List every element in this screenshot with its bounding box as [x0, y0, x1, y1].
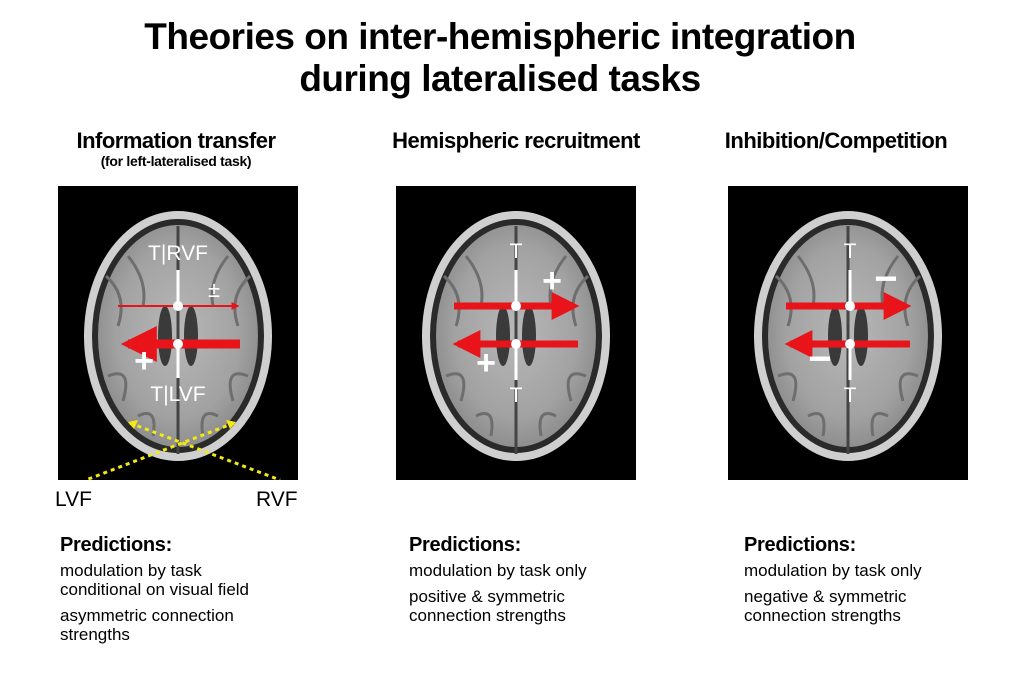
heading-subtext: (for left-lateralised task) [100, 153, 252, 169]
top-task-label: T [510, 240, 523, 263]
visual-field-lines [85, 420, 281, 480]
heading-text: Information transfer [76, 128, 276, 153]
axial-brain-mri-icon [754, 211, 942, 461]
top-task-label: T [844, 240, 857, 263]
brain-panel-inhibition-competition: T T − − [728, 186, 968, 480]
predictions-information-transfer: Predictions: modulation by task conditio… [60, 533, 340, 651]
bottom-task-label: T [844, 384, 857, 407]
bottom-task-label: T|LVF [150, 383, 205, 406]
prediction-line: negative & symmetric connection strength… [744, 587, 907, 625]
rvf-label: RVF [256, 488, 298, 511]
bottom-arrow-sign: + [476, 344, 496, 382]
bottom-node [845, 339, 855, 349]
title-line-1: Theories on inter-hemispheric integratio… [144, 16, 856, 57]
top-node [511, 301, 521, 311]
bottom-task-label: T [510, 384, 523, 407]
bottom-arrow-sign: − [808, 337, 831, 381]
top-arrow-sign: − [874, 257, 897, 301]
heading-inhibition-competition: Inhibition/Competition [724, 128, 948, 153]
diagram-title: Theories on inter-hemispheric integratio… [0, 16, 1000, 100]
prediction-line: positive & symmetric connection strength… [409, 587, 566, 625]
brain-panel-hemispheric-recruitment: T T + + [396, 186, 636, 480]
title-line-2: during lateralised tasks [299, 58, 701, 99]
connection-arrows [784, 270, 912, 380]
top-task-label: T|RVF [148, 242, 208, 265]
heading-hemispheric-recruitment: Hemispheric recruitment [392, 128, 640, 153]
bottom-arrow-sign: + [134, 342, 154, 380]
heading-information-transfer: Information transfer (for left-lateralis… [36, 128, 316, 169]
predictions-heading: Predictions: [409, 534, 521, 556]
axial-brain-mri-icon [422, 211, 610, 461]
predictions-hemispheric-recruitment: Predictions: modulation by task only pos… [409, 533, 689, 632]
prediction-line: asymmetric connection strengths [60, 606, 234, 644]
top-arrow-sign: + [542, 262, 562, 300]
prediction-line: modulation by task only [744, 561, 922, 580]
bottom-node [173, 339, 183, 349]
prediction-line: modulation by task conditional on visual… [60, 561, 250, 599]
connection-arrows [118, 270, 240, 378]
connection-arrows [452, 270, 580, 380]
top-arrow-sign: ± [208, 277, 220, 302]
top-node [845, 301, 855, 311]
predictions-inhibition-competition: Predictions: modulation by task only neg… [744, 533, 1023, 632]
bottom-node [511, 339, 521, 349]
predictions-heading: Predictions: [744, 534, 856, 556]
top-node [173, 301, 183, 311]
axial-brain-mri-icon [84, 211, 272, 461]
prediction-line: modulation by task only [409, 561, 587, 580]
brain-panel-information-transfer: T|RVF T|LVF ± + [58, 186, 298, 480]
predictions-heading: Predictions: [60, 534, 172, 556]
lvf-label: LVF [55, 488, 92, 511]
